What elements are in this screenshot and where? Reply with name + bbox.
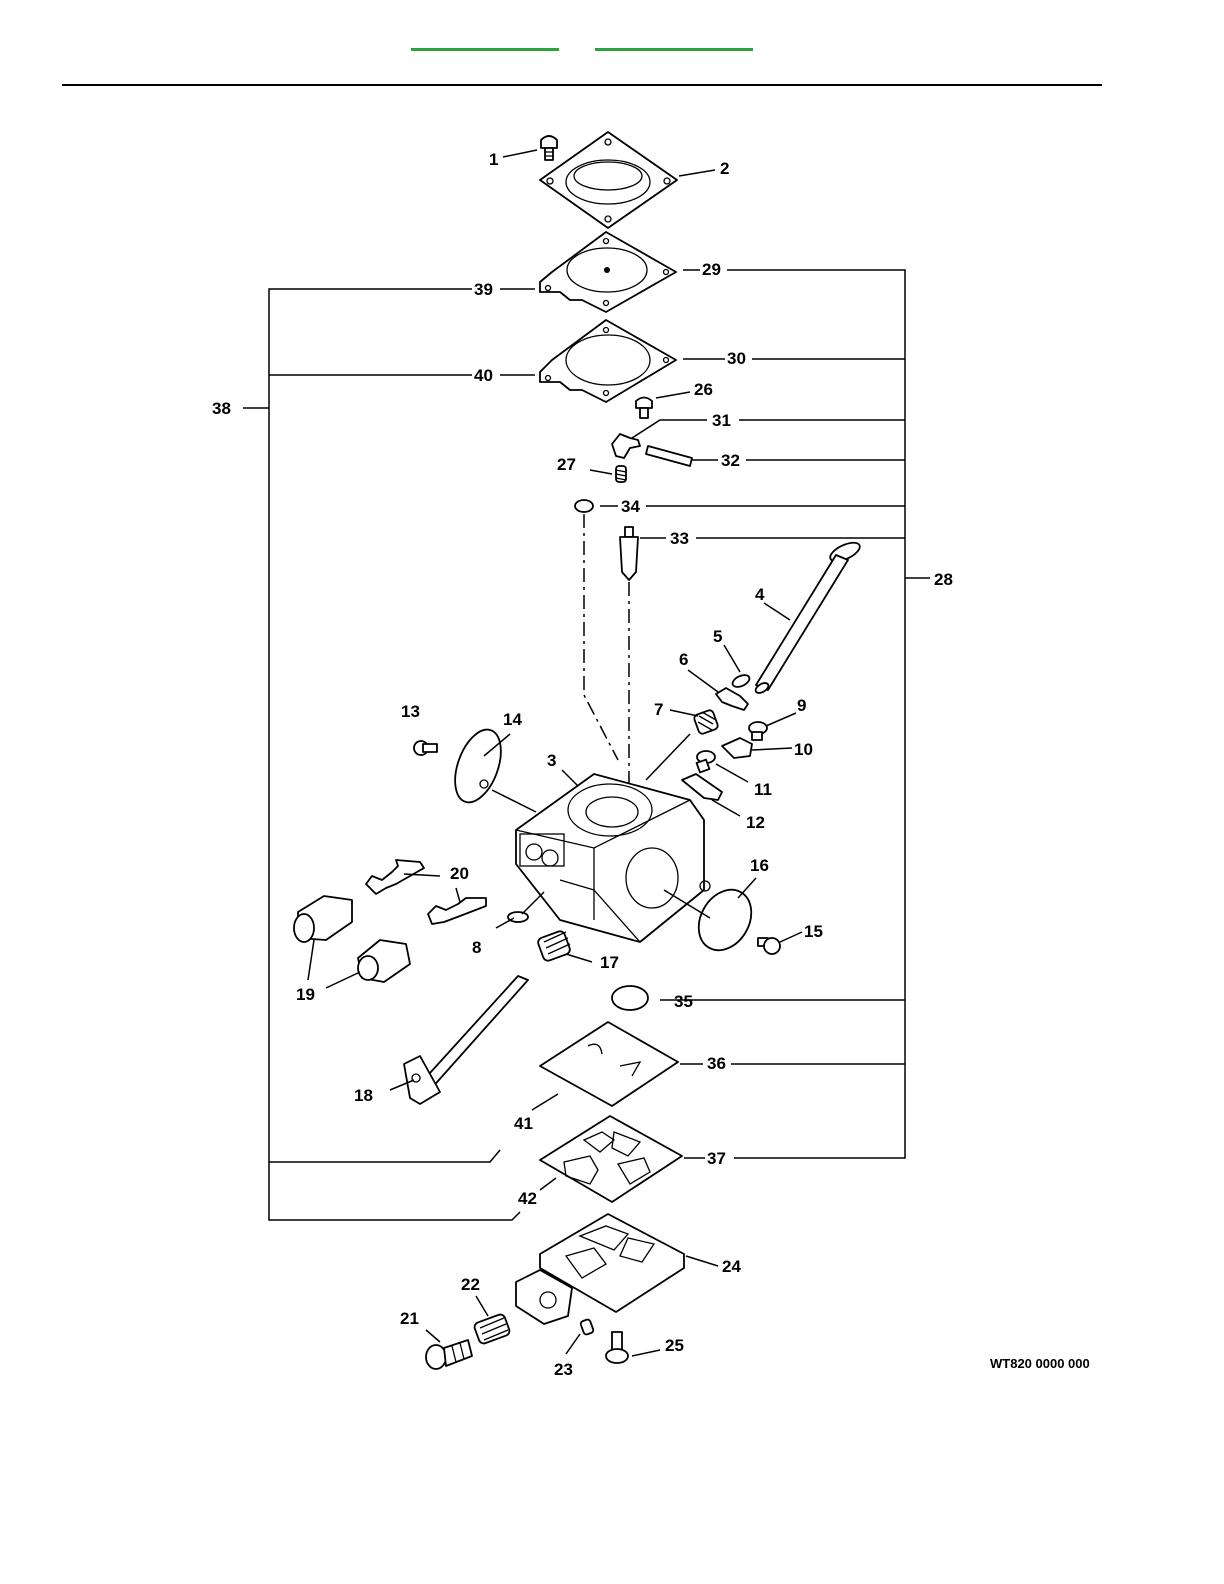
callout-22: 22 — [461, 1275, 480, 1294]
callout-11: 11 — [754, 780, 772, 799]
callout-8: 8 — [472, 938, 481, 957]
part-screw-21 — [426, 1340, 472, 1369]
part-spring-22 — [473, 1313, 511, 1345]
part-shaft-18 — [404, 976, 528, 1104]
callout-21: 21 — [400, 1309, 419, 1328]
callout-20: 20 — [450, 864, 469, 883]
part-diaphragm-36 — [540, 1022, 678, 1106]
callout-41: 41 — [514, 1114, 533, 1133]
part-sleeve-19 — [294, 896, 410, 982]
part-gasket-40 — [540, 320, 676, 402]
callout-4: 4 — [755, 585, 765, 604]
callout-5: 5 — [713, 627, 722, 646]
callout-23: 23 — [554, 1360, 573, 1379]
callout-17: 17 — [600, 953, 619, 972]
part-cover-2 — [540, 132, 677, 228]
callout-24: 24 — [722, 1257, 741, 1276]
part-screw-13 — [414, 741, 437, 755]
callout-28: 28 — [934, 570, 953, 589]
callout-25: 25 — [665, 1336, 684, 1355]
callout-9: 9 — [797, 696, 806, 715]
part-plate-14 — [446, 723, 510, 808]
part-shaft-4 — [754, 539, 863, 695]
callout-27: 27 — [557, 455, 576, 474]
part-spring-27 — [616, 466, 626, 482]
part-body-3 — [516, 774, 710, 942]
part-screw-1 — [541, 136, 557, 160]
callout-29: 29 — [702, 260, 721, 279]
part-washer-5 — [731, 673, 752, 690]
part-spring-7 — [693, 709, 719, 735]
part-screw-25 — [606, 1332, 628, 1363]
part-pin-23 — [580, 1319, 594, 1336]
callout-26: 26 — [694, 380, 713, 399]
part-gasket-37 — [540, 1116, 682, 1202]
callout-39: 39 — [474, 280, 493, 299]
callout-3: 3 — [547, 751, 556, 770]
callout-2: 2 — [720, 159, 729, 178]
callout-31: 31 — [712, 411, 731, 430]
callout-7: 7 — [654, 700, 663, 719]
callout-15: 15 — [804, 922, 823, 941]
callout-38: 38 — [212, 399, 231, 418]
part-screw-9 — [749, 722, 767, 740]
callout-1: 1 — [489, 150, 498, 169]
callout-6: 6 — [679, 650, 688, 669]
part-plug-34 — [575, 500, 593, 512]
reference-code: WT820 0000 000 — [990, 1356, 1090, 1371]
callout-19: 19 — [296, 985, 315, 1004]
callout-12: 12 — [746, 813, 765, 832]
callout-18: 18 — [354, 1086, 373, 1105]
part-spring-17 — [537, 930, 572, 962]
callout-42: 42 — [518, 1189, 537, 1208]
callout-14: 14 — [503, 710, 522, 729]
callout-33: 33 — [670, 529, 689, 548]
callout-34: 34 — [621, 497, 640, 516]
part-lever-31 — [612, 434, 640, 458]
part-diaphragm-39 — [540, 232, 676, 312]
callout-40: 40 — [474, 366, 493, 385]
part-pin-32 — [646, 446, 692, 466]
callout-10: 10 — [794, 740, 813, 759]
part-screw-11 — [697, 751, 715, 772]
part-screw-26 — [636, 398, 652, 419]
callout-16: 16 — [750, 856, 769, 875]
part-plate-10 — [722, 738, 752, 758]
callout-30: 30 — [727, 349, 746, 368]
part-screen-35 — [612, 986, 648, 1010]
callout-35: 35 — [674, 992, 693, 1011]
part-screw-15 — [758, 938, 780, 954]
callout-13: 13 — [401, 702, 420, 721]
part-lever-6 — [716, 688, 748, 710]
callout-36: 36 — [707, 1054, 726, 1073]
callout-32: 32 — [721, 451, 740, 470]
callout-37: 37 — [707, 1149, 726, 1168]
part-needle-33 — [620, 527, 638, 580]
part-plate-12 — [682, 774, 722, 800]
part-pump-body-24 — [516, 1214, 684, 1324]
